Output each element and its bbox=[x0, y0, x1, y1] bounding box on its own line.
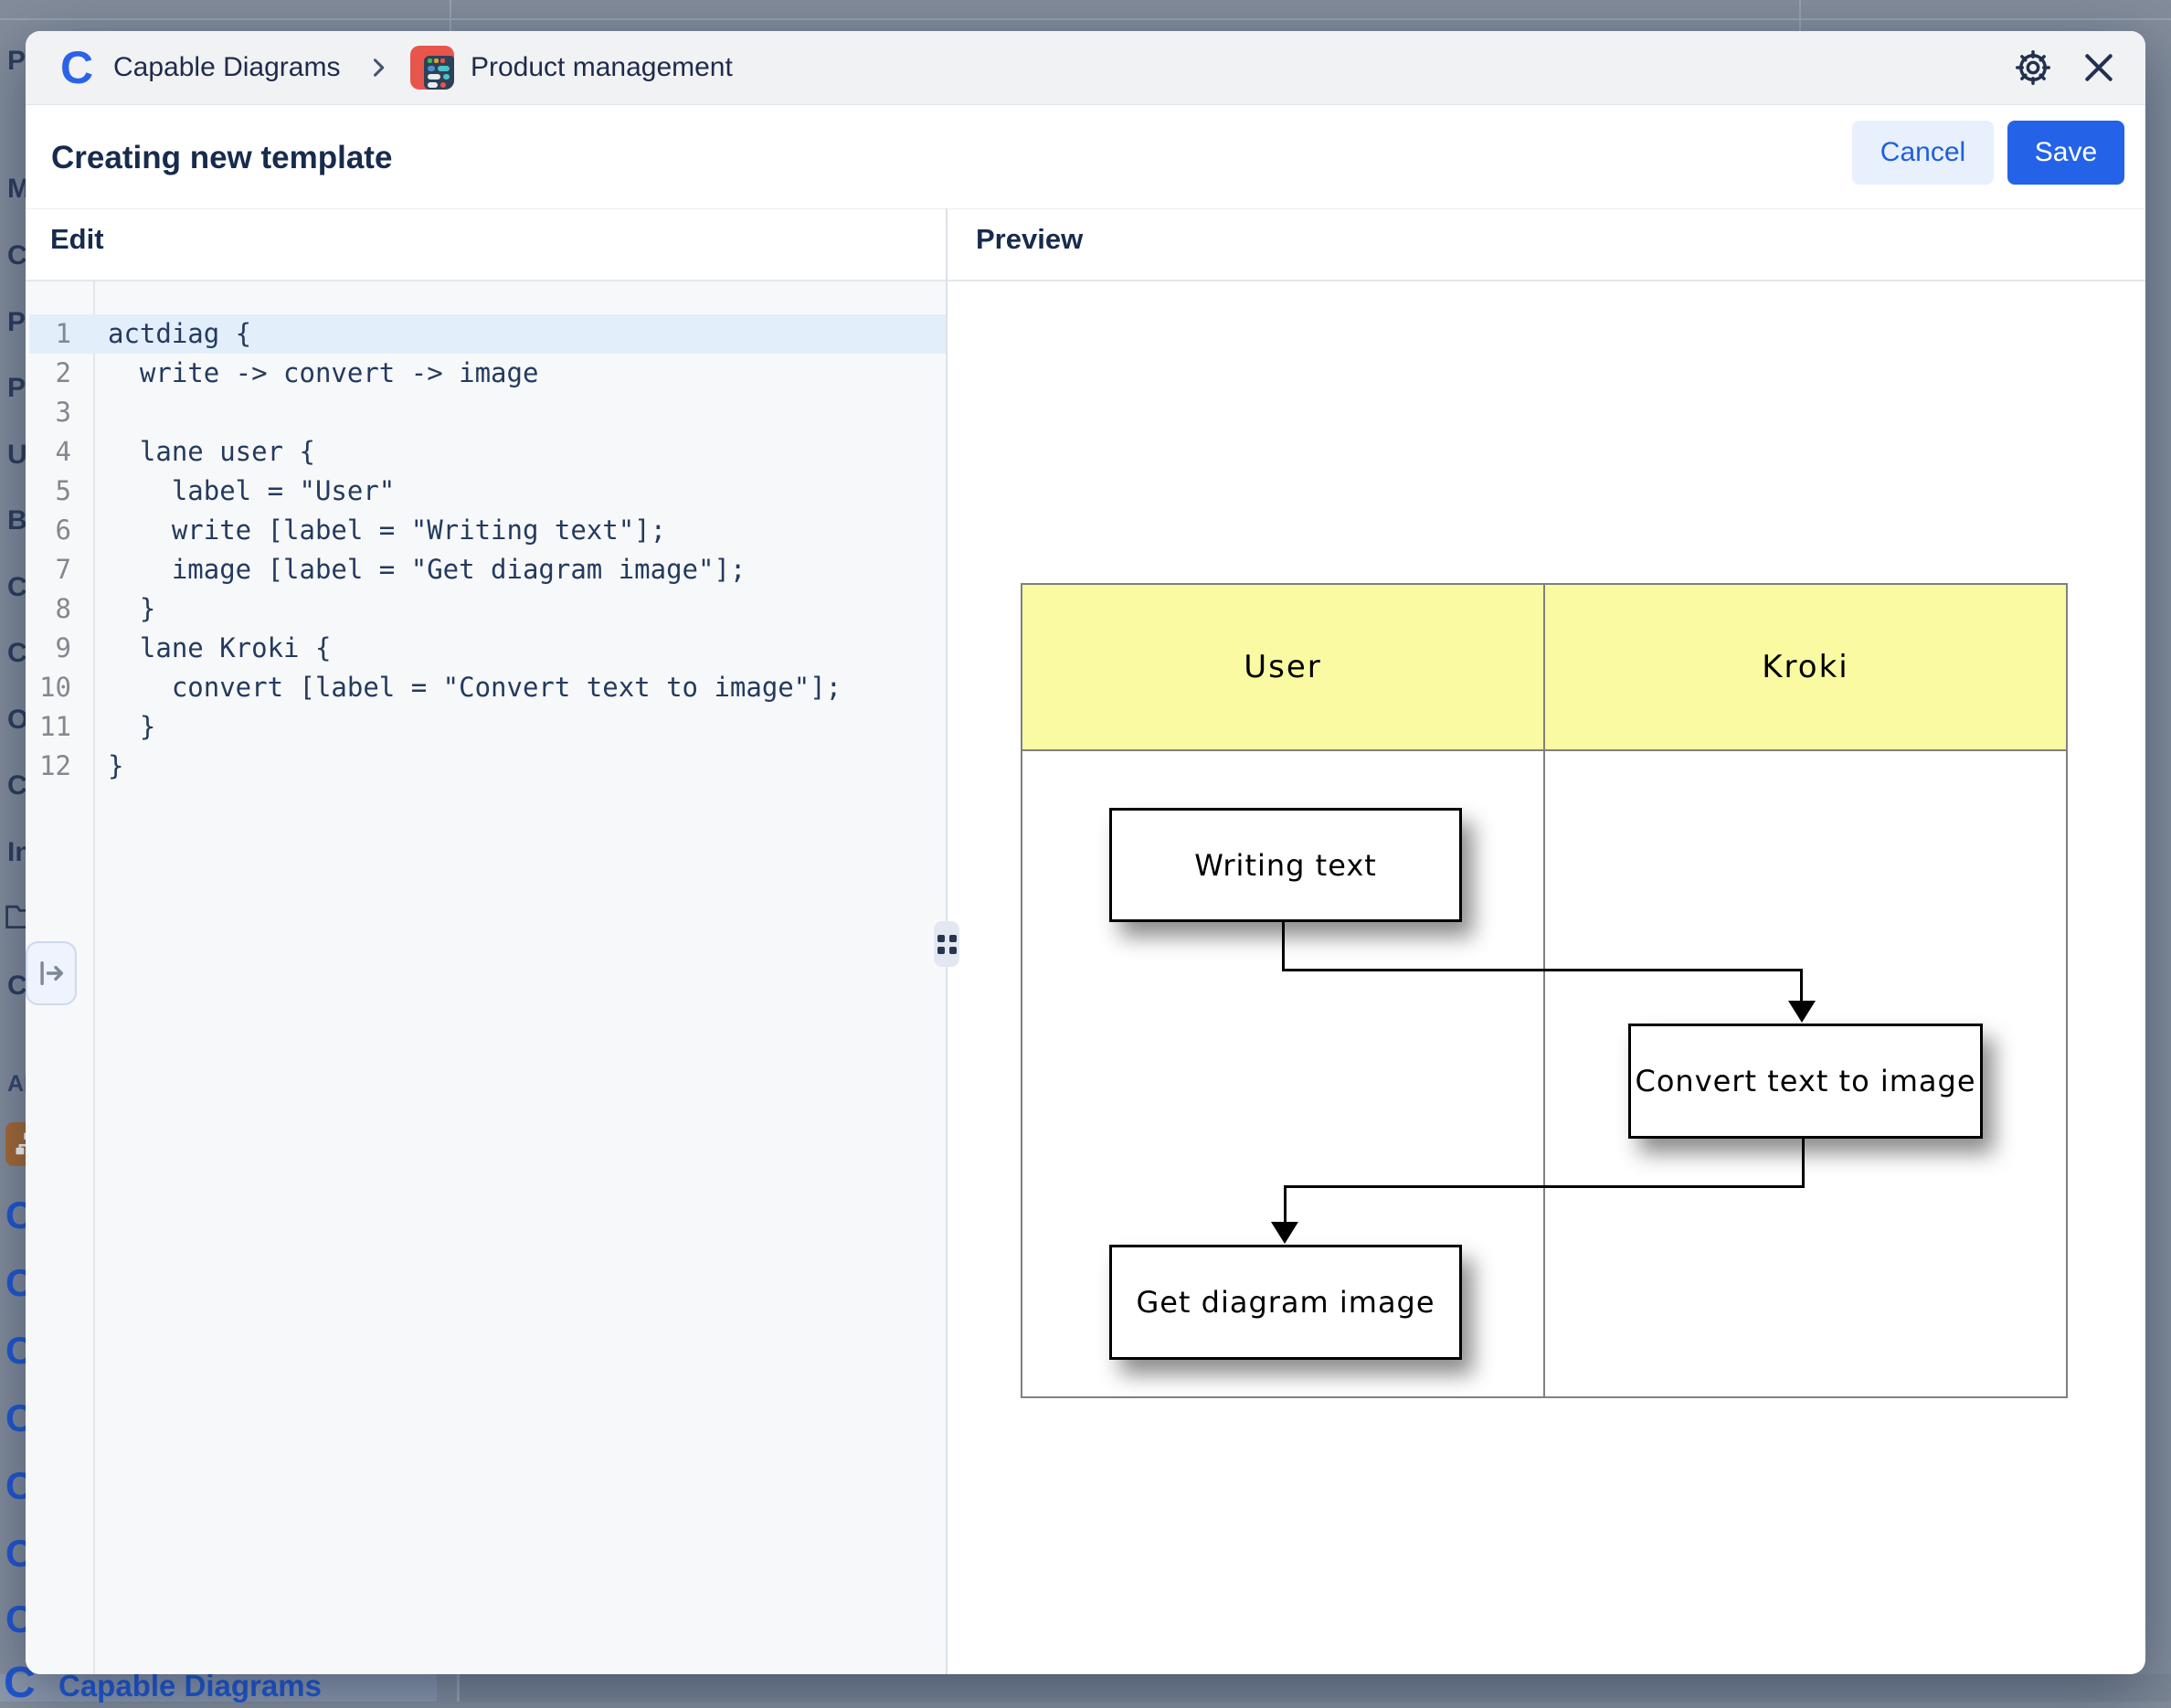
sidebar-expand-icon[interactable] bbox=[26, 941, 77, 1005]
chevron-right-icon bbox=[365, 55, 391, 85]
connector-line bbox=[1802, 1133, 1805, 1188]
settings-gear-icon[interactable] bbox=[2013, 48, 2053, 88]
code-line: 10 convert [label = "Convert text to ima… bbox=[39, 672, 842, 703]
connector-line bbox=[1284, 1185, 1287, 1224]
code-line: 11 } bbox=[39, 711, 156, 742]
panel-titles-divider bbox=[26, 280, 2145, 281]
code-line: 9 lane Kroki { bbox=[55, 632, 332, 663]
sidebar-item-fragment: O bbox=[7, 705, 29, 735]
connector-line bbox=[1800, 969, 1803, 1003]
lane-label-user: User bbox=[1244, 649, 1322, 685]
diagram-node-get-image: Get diagram image bbox=[1109, 1245, 1462, 1360]
lane-divider bbox=[1543, 585, 1545, 1396]
close-icon[interactable] bbox=[2079, 48, 2119, 88]
split-drag-handle[interactable] bbox=[934, 921, 959, 967]
code-line: 12} bbox=[39, 750, 124, 781]
save-button[interactable]: Save bbox=[2007, 121, 2124, 185]
product-management-icon bbox=[410, 46, 454, 90]
code-line: 7 image [label = "Get diagram image"]; bbox=[55, 554, 747, 585]
section-divider bbox=[26, 208, 2145, 209]
connector-line bbox=[1282, 969, 1803, 971]
code-line: 3 bbox=[55, 397, 71, 428]
preview-diagram: User Kroki Writing text Convert text to … bbox=[1021, 583, 2068, 1398]
cancel-button[interactable]: Cancel bbox=[1852, 121, 1994, 185]
backdrop-divider-top-left bbox=[450, 0, 451, 31]
code-line: 2 write -> convert -> image bbox=[55, 357, 539, 388]
page-title: Creating new template bbox=[51, 140, 393, 175]
diagram-node-convert-text: Convert text to image bbox=[1628, 1024, 1983, 1139]
arrowhead-icon bbox=[1788, 1001, 1816, 1023]
arrowhead-icon bbox=[1271, 1222, 1298, 1244]
lane-label-kroki: Kroki bbox=[1762, 649, 1849, 685]
capable-diagrams-logo-icon: C bbox=[59, 42, 94, 93]
code-line: 8 } bbox=[55, 593, 156, 624]
backdrop-app-label: Capable Diagrams bbox=[58, 1669, 322, 1703]
backdrop-selected-row bbox=[0, 1674, 437, 1702]
edit-panel-title: Edit bbox=[50, 223, 104, 255]
preview-panel-title: Preview bbox=[976, 223, 1084, 255]
template-editor-modal: C Capable Diagrams Product management bbox=[26, 31, 2145, 1674]
backdrop-divider-top-right bbox=[1799, 0, 1801, 31]
gutter-divider bbox=[93, 281, 95, 1674]
connector-line bbox=[1282, 917, 1285, 971]
backdrop-header-line bbox=[0, 18, 2171, 20]
breadcrumb-page-name[interactable]: Product management bbox=[471, 52, 733, 82]
backdrop-content-strip bbox=[460, 1674, 2171, 1702]
code-line: 5 label = "User" bbox=[55, 475, 396, 506]
modal-header: C Capable Diagrams Product management bbox=[26, 31, 2145, 105]
code-line: 6 write [label = "Writing text"]; bbox=[55, 515, 667, 546]
breadcrumb-app-name[interactable]: Capable Diagrams bbox=[113, 52, 341, 82]
backdrop-divider-bottom bbox=[457, 1674, 460, 1702]
diagram-node-writing-text: Writing text bbox=[1109, 808, 1462, 922]
connector-line bbox=[1284, 1185, 1805, 1188]
code-line: 4 lane user { bbox=[55, 436, 315, 467]
